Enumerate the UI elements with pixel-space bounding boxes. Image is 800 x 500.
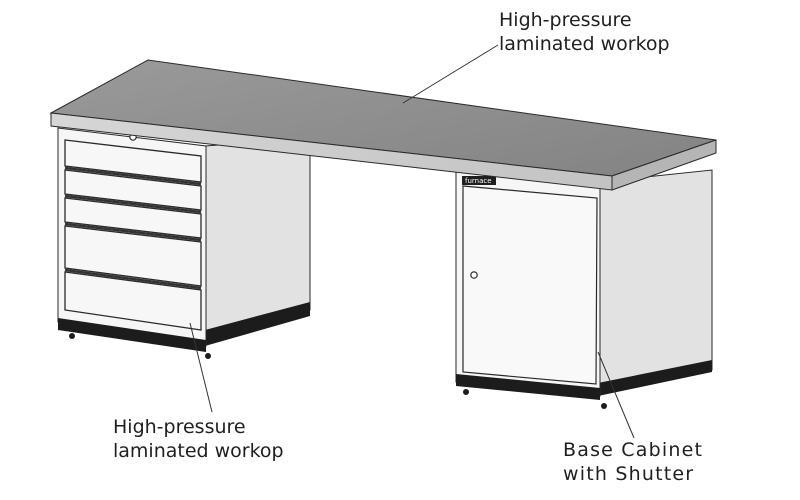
worktop-side-edge xyxy=(611,139,717,191)
worktop-callout-line1: High-pressure xyxy=(499,9,632,31)
drawer-5 xyxy=(64,271,202,331)
brand-plate xyxy=(462,176,496,185)
right-cabinet-plinth xyxy=(456,374,600,400)
cabinet-callout: Base Cabinet with Shutter xyxy=(563,438,703,486)
leader-line-right xyxy=(597,351,635,439)
left-cabinet-plinth-side xyxy=(205,302,310,346)
drawer-handle-4 xyxy=(64,268,202,290)
leader-line-top xyxy=(402,44,499,104)
worktop-callout: High-pressure laminated workop xyxy=(499,8,670,56)
right-cabinet-plinth-side xyxy=(598,360,712,396)
drawer-1 xyxy=(64,139,202,183)
cabinet-shutter-door xyxy=(462,185,598,385)
cabinet-callout-line2: with Shutter xyxy=(563,463,695,485)
right-foot xyxy=(463,389,469,395)
right-foot-2 xyxy=(601,403,607,409)
left-foot xyxy=(69,333,75,339)
worktop xyxy=(49,59,717,191)
cabinet-callout-line1: Base Cabinet xyxy=(563,439,704,461)
drawer-callout: High-pressure laminated workop xyxy=(113,415,284,463)
drawer-callout-line1: High-pressure xyxy=(113,416,246,438)
door-lock-icon xyxy=(470,271,478,279)
drawer-cabinet xyxy=(57,127,311,359)
drawer-4 xyxy=(64,225,202,287)
worktop-callout-line2: laminated workop xyxy=(499,33,670,55)
left-foot-2 xyxy=(205,353,211,359)
base-cabinet-with-shutter: furnace xyxy=(455,169,713,409)
left-cabinet-plinth xyxy=(58,318,206,352)
drawer-3 xyxy=(64,197,202,239)
brand-plate-text: furnace xyxy=(465,177,492,185)
left-cabinet-side xyxy=(204,137,311,336)
drawer-handle-3 xyxy=(64,222,202,242)
drawer-handle-2 xyxy=(64,194,202,214)
right-cabinet-side xyxy=(597,169,713,393)
drawer-2 xyxy=(64,169,202,211)
drawer-callout-line2: laminated workop xyxy=(113,440,284,462)
leader-line-left xyxy=(189,322,213,413)
drawer-handle-1 xyxy=(64,166,202,186)
